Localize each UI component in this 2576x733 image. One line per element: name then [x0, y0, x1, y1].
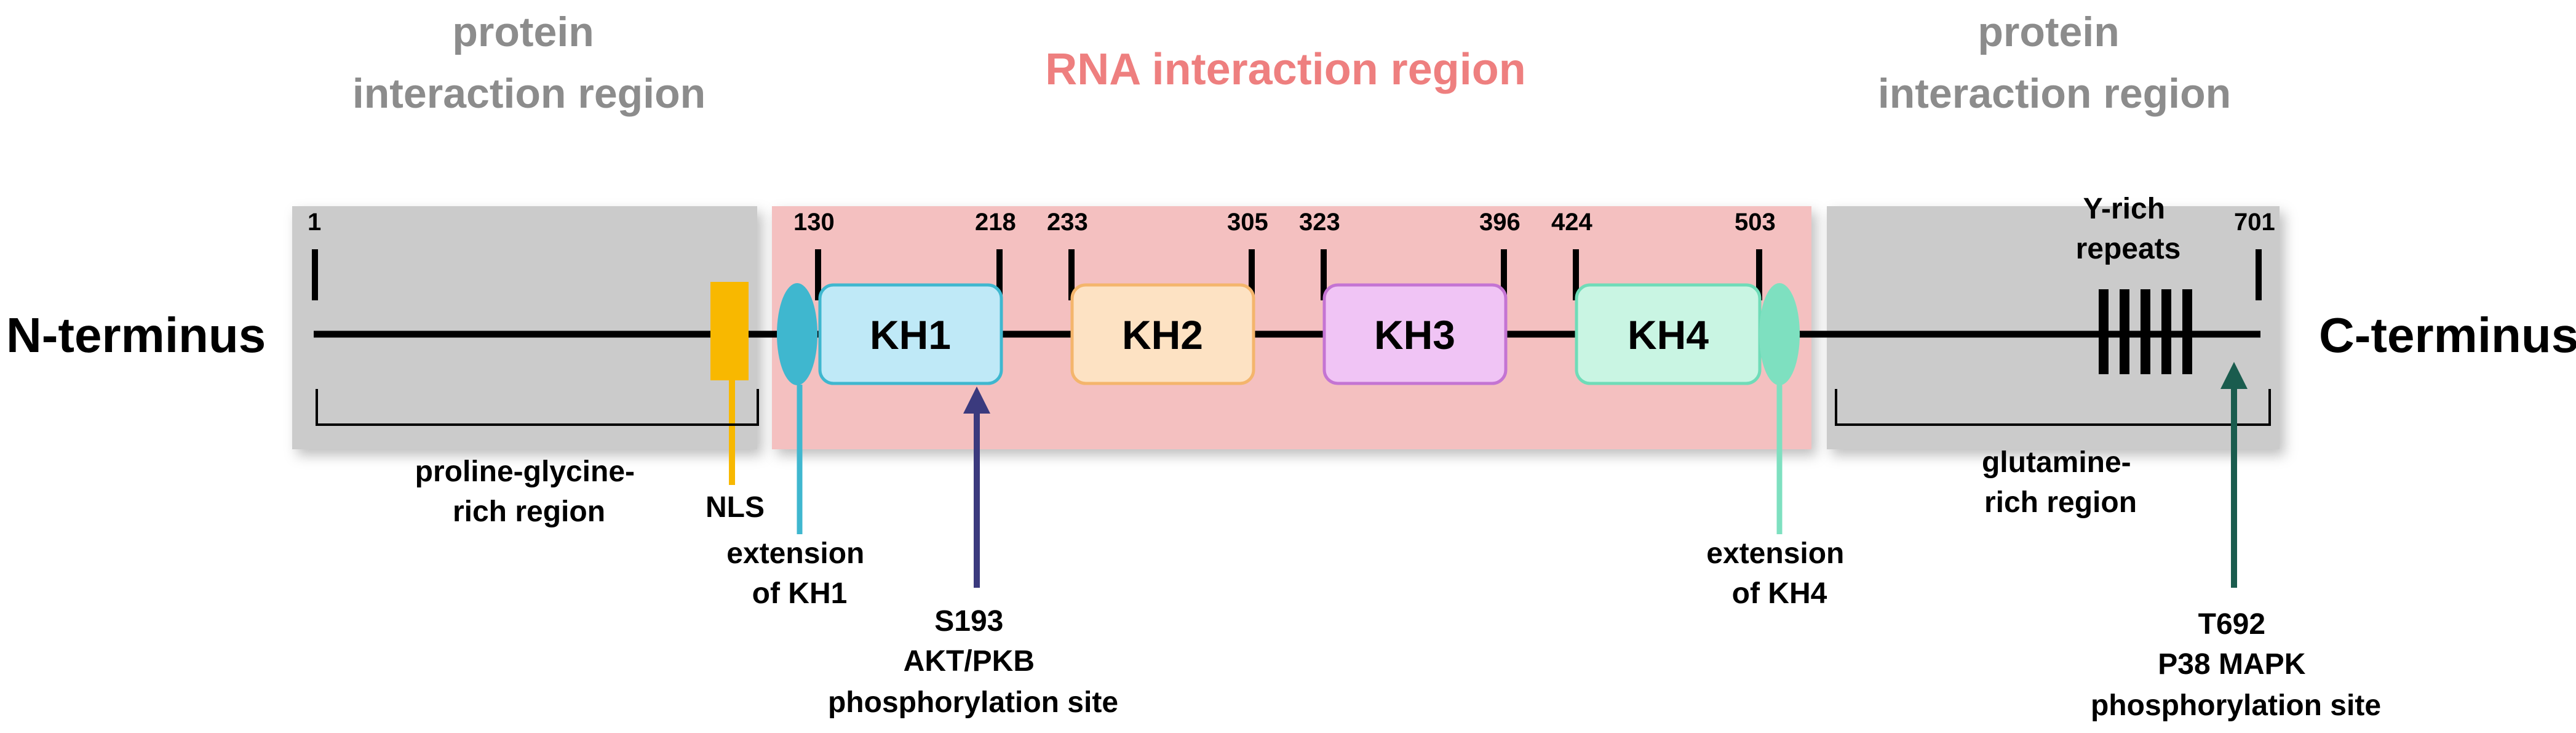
position-label-233: 233	[1047, 209, 1088, 236]
protein-region-left-title: protein interaction region	[352, 9, 706, 117]
ext-kh1-label-line1: extension	[726, 537, 864, 570]
ext-kh1-label-line2: of KH1	[752, 577, 848, 610]
y-rich-label-line2: repeats	[2076, 233, 2181, 265]
position-label-396: 396	[1479, 209, 1521, 236]
y-rich-bar	[2099, 289, 2109, 374]
glutamine-bracket	[1835, 389, 2271, 426]
glutamine-label-line1: glutamine-	[1982, 446, 2131, 479]
nls-label: NLS	[706, 491, 765, 524]
ext-kh1-ellipse	[777, 283, 817, 385]
proline-glycine-bracket	[316, 389, 759, 426]
nls-box	[710, 282, 749, 380]
y-rich-repeat-bars	[2099, 289, 2192, 374]
ext-kh1-label: extension of KH1	[726, 537, 872, 610]
glutamine-label-line2: rich region	[1984, 486, 2137, 519]
kh1-domain-label: KH1	[870, 312, 951, 358]
y-rich-bar	[2182, 289, 2192, 374]
s193-arrow-head	[963, 387, 990, 414]
t692-label: T692 P38 MAPK phosphorylation site	[2091, 608, 2381, 722]
ext-kh4-label-line1: extension	[1706, 537, 1844, 570]
kh3-domain-label: KH3	[1374, 312, 1455, 358]
y-rich-label-line1: Y-rich	[2083, 193, 2165, 225]
protein-region-right-title-line1: protein	[1978, 9, 2119, 55]
y-rich-bar	[2120, 289, 2129, 374]
t692-label-line1: T692	[2198, 608, 2265, 641]
c-terminus-label: C-terminus	[2319, 308, 2576, 362]
position-label-503: 503	[1735, 209, 1776, 236]
position-label-424: 424	[1551, 209, 1592, 236]
s193-label: S193 AKT/PKB phosphorylation site	[828, 605, 1118, 719]
proline-glycine-label-line2: rich region	[453, 495, 605, 528]
protein-region-right-title: protein interaction region	[1878, 9, 2231, 117]
y-rich-label: Y-rich repeats	[2076, 193, 2181, 265]
proline-glycine-label: proline-glycine- rich region	[415, 455, 643, 528]
t692-label-line2: P38 MAPK	[2158, 648, 2305, 681]
kh1-domain-box	[818, 283, 1003, 385]
s193-label-line3: phosphorylation site	[828, 686, 1118, 719]
proline-glycine-label-line1: proline-glycine-	[415, 455, 635, 488]
protein-region-left-title-line1: protein	[452, 9, 594, 55]
ext-kh4-label: extension of KH4	[1706, 537, 1852, 610]
position-label-130: 130	[793, 209, 835, 236]
kh4-domain-label: KH4	[1628, 312, 1709, 358]
glutamine-label: glutamine- rich region	[1982, 446, 2139, 519]
y-rich-bar	[2141, 289, 2150, 374]
position-label-323: 323	[1299, 209, 1340, 236]
s193-label-line2: AKT/PKB	[904, 645, 1035, 678]
rna-region-title: RNA interaction region	[1045, 45, 1525, 94]
protein-region-left-title-line2: interaction region	[352, 70, 706, 117]
ext-kh4-ellipse	[1759, 283, 1800, 385]
kh3-domain-box	[1322, 283, 1508, 385]
position-label-701: 701	[2234, 209, 2275, 236]
n-terminus-label: N-terminus	[6, 308, 266, 362]
t692-arrow-head	[2220, 362, 2248, 389]
protein-region-right-box	[1827, 206, 2280, 449]
position-label-305: 305	[1227, 209, 1268, 236]
position-label-218: 218	[975, 209, 1016, 236]
position-label-1: 1	[308, 209, 321, 236]
protein-region-left-box	[292, 206, 757, 449]
protein-region-right-title-line2: interaction region	[1878, 70, 2231, 117]
ext-kh4-label-line2: of KH4	[1732, 577, 1827, 610]
y-rich-bar	[2161, 289, 2171, 374]
t692-label-line3: phosphorylation site	[2091, 689, 2381, 722]
kh2-domain-box	[1070, 283, 1255, 385]
s193-label-line1: S193	[934, 605, 1003, 638]
kh2-domain-label: KH2	[1122, 312, 1203, 358]
